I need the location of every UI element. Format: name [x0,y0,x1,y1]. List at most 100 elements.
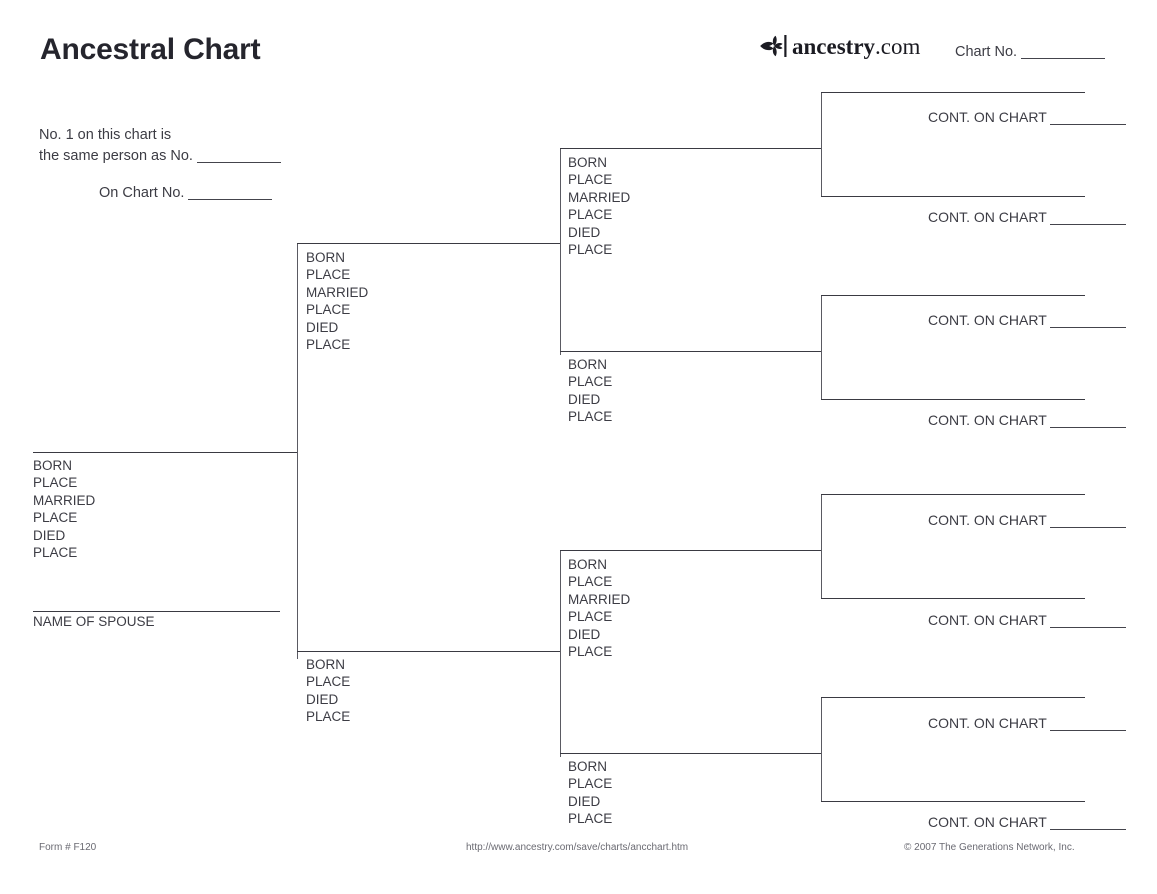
gen3-mgf-field-place-3: PLACE [568,644,613,660]
bracket-gen4-4 [821,697,822,801]
connector-gen2-mother-to-gen3 [544,651,561,652]
gen4-slot-7-cont-blank[interactable] [1050,730,1127,731]
gen3-pgm-field-place-1: PLACE [568,374,613,390]
gen3-mgf-field-married: MARRIED [568,591,631,607]
gen2-father-field-married: MARRIED [306,284,369,300]
gen2-father-field-died: DIED [306,319,339,335]
person-1-field-married: MARRIED [33,492,96,508]
gen3-pgf-field-died: DIED [568,224,601,240]
ancestry-wordmark: ancestry.com [792,35,920,58]
gen3-pgm-field-place-2: PLACE [568,409,613,425]
gen4-slot-4-name-line[interactable] [821,399,1085,400]
gen3-pgf-field-place-3: PLACE [568,242,613,258]
note-line-1: No. 1 on this chart is [39,127,172,143]
gen3-mgm-field-place-2: PLACE [568,811,613,827]
bracket-gen4-1 [821,92,822,196]
gen3-pgf-field-born: BORN [568,155,608,170]
gen2-father-field-born: BORN [306,250,346,265]
gen3-mgm-field-place-1: PLACE [568,776,613,792]
gen2-mother-fields: BORN PLACE DIED PLACE [306,656,350,726]
person-1-name-line[interactable] [33,452,297,453]
gen4-slot-1-cont-on-chart[interactable]: CONT. ON CHART [928,109,1127,125]
spouse-label: NAME OF SPOUSE [33,614,155,629]
bracket-gen2 [297,243,298,659]
gen3-pgm-field-born: BORN [568,357,608,372]
chart-number-blank[interactable] [1021,58,1106,59]
gen2-father-field-place-1: PLACE [306,267,351,283]
gen4-slot-8-name-line[interactable] [821,801,1085,802]
gen4-slot-3-cont-label: CONT. ON CHART [928,312,1047,328]
ancestry-brand-logo: ancestry.com [757,31,920,61]
brand-name-tld: .com [875,33,921,59]
gen4-slot-3-cont-blank[interactable] [1050,327,1127,328]
spouse-name-line[interactable] [33,611,280,612]
gen3-maternal-grandfather-name-line[interactable] [560,550,812,551]
gen4-slot-1-name-line[interactable] [821,92,1085,93]
gen4-slot-6-cont-on-chart[interactable]: CONT. ON CHART [928,612,1127,628]
gen3-mgf-field-place-2: PLACE [568,609,613,625]
bracket-gen4-2 [821,295,822,399]
gen2-mother-name-line[interactable] [297,651,547,652]
connector-gen1-to-gen2 [282,452,298,453]
gen3-mgm-field-born: BORN [568,759,608,774]
note-line-3: On Chart No. [39,183,281,204]
same-person-note: No. 1 on this chart is the same person a… [39,125,281,204]
same-person-no-blank[interactable] [196,162,281,163]
gen4-slot-7-cont-on-chart[interactable]: CONT. ON CHART [928,715,1127,731]
bracket-gen4-3 [821,494,822,598]
gen4-slot-1-cont-blank[interactable] [1050,124,1127,125]
gen4-slot-4-cont-label: CONT. ON CHART [928,412,1047,428]
gen3-paternal-grandfather-name-line[interactable] [560,148,812,149]
chart-number-label: Chart No. [955,44,1018,60]
gen4-slot-5-cont-blank[interactable] [1050,527,1127,528]
gen2-father-field-place-2: PLACE [306,302,351,318]
connector-gen3-a-to-gen4 [808,148,822,149]
bracket-gen3-upper [560,148,561,355]
gen2-mother-field-place-1: PLACE [306,674,351,690]
gen3-pgf-field-married: MARRIED [568,189,631,205]
gen4-slot-6-name-line[interactable] [821,598,1085,599]
chart-number-field[interactable]: Chart No. [955,44,1106,60]
connector-gen3-b-to-gen4 [808,351,822,352]
gen4-slot-2-name-line[interactable] [821,196,1085,197]
gen4-slot-6-cont-blank[interactable] [1050,627,1127,628]
gen3-pgm-field-died: DIED [568,391,601,407]
gen3-mgm-field-died: DIED [568,793,601,809]
gen3-paternal-grandfather-fields: BORN PLACE MARRIED PLACE DIED PLACE [568,154,630,258]
gen3-paternal-grandmother-fields: BORN PLACE DIED PLACE [568,356,612,426]
gen2-father-name-line[interactable] [297,243,547,244]
gen3-paternal-grandmother-name-line[interactable] [560,351,812,352]
gen4-slot-3-name-line[interactable] [821,295,1085,296]
gen4-slot-8-cont-on-chart[interactable]: CONT. ON CHART [928,814,1127,830]
brand-name-bold: ancestry [792,33,876,59]
connector-gen3-c-to-gen4 [808,550,822,551]
person-1-field-place-3: PLACE [33,545,78,561]
gen4-slot-6-cont-label: CONT. ON CHART [928,612,1047,628]
gen4-slot-5-cont-label: CONT. ON CHART [928,512,1047,528]
note-line-2-label: the same person as No. [39,148,193,164]
gen4-slot-3-cont-on-chart[interactable]: CONT. ON CHART [928,312,1127,328]
gen4-slot-4-cont-blank[interactable] [1050,427,1127,428]
gen4-slot-5-cont-on-chart[interactable]: CONT. ON CHART [928,512,1127,528]
gen4-slot-1-cont-label: CONT. ON CHART [928,109,1047,125]
gen4-slot-4-cont-on-chart[interactable]: CONT. ON CHART [928,412,1127,428]
gen4-slot-7-cont-label: CONT. ON CHART [928,715,1047,731]
gen2-mother-field-born: BORN [306,657,346,672]
gen4-slot-2-cont-blank[interactable] [1050,224,1127,225]
person-1-fields: BORN PLACE MARRIED PLACE DIED PLACE [33,457,95,561]
gen2-father-fields: BORN PLACE MARRIED PLACE DIED PLACE [306,249,368,353]
gen2-mother-field-place-2: PLACE [306,709,351,725]
gen4-slot-5-name-line[interactable] [821,494,1085,495]
gen2-father-field-place-3: PLACE [306,337,351,353]
gen3-maternal-grandfather-fields: BORN PLACE MARRIED PLACE DIED PLACE [568,556,630,660]
gen4-slot-7-name-line[interactable] [821,697,1085,698]
ancestry-leaf-icon [760,35,787,57]
on-chart-no-blank[interactable] [188,199,273,200]
footer-form-number: Form # F120 [39,842,97,853]
person-1-field-place-2: PLACE [33,510,78,526]
gen3-maternal-grandmother-name-line[interactable] [560,753,812,754]
gen4-slot-8-cont-label: CONT. ON CHART [928,814,1047,830]
gen4-slot-8-cont-blank[interactable] [1050,829,1127,830]
gen4-slot-2-cont-on-chart[interactable]: CONT. ON CHART [928,209,1127,225]
